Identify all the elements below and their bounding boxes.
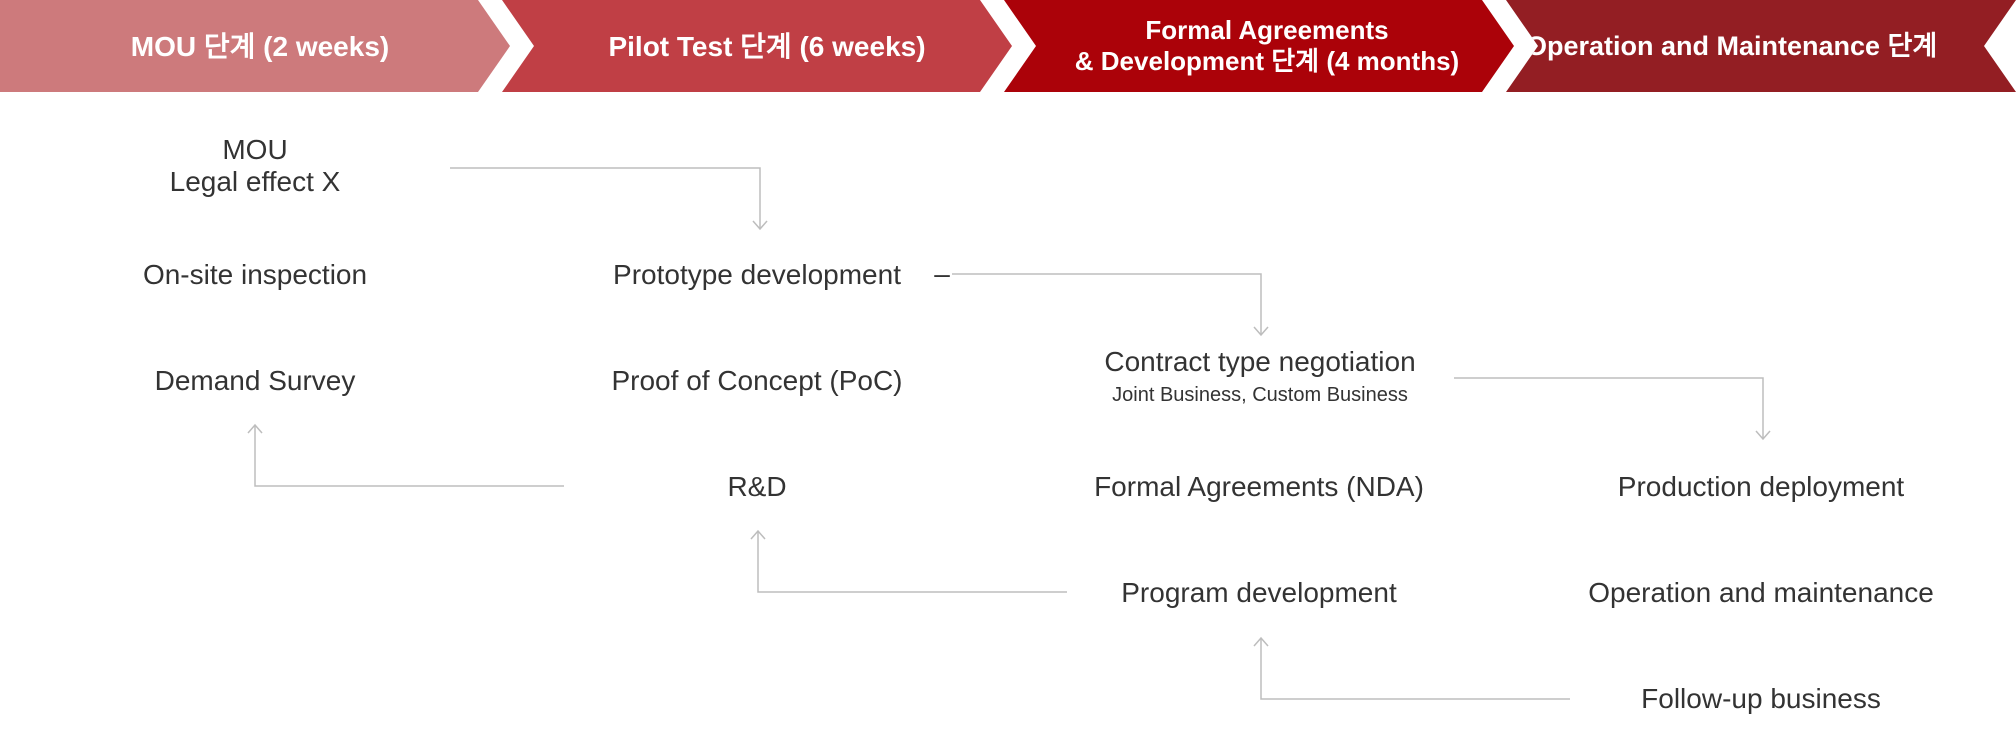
node-demand-survey: Demand Survey (154, 365, 356, 396)
connector-followup-to-program-arrowhead (1253, 636, 1269, 647)
node-follow-up-business: Follow-up business (1641, 683, 1881, 714)
node-contract-type-negotiation: Contract type negotiation Joint Business… (1104, 346, 1415, 408)
node-proof-of-concept: Proof of Concept (PoC) (611, 365, 903, 396)
phase-formal-line2: & Development 단계 (4 months) (1074, 46, 1460, 76)
phase-mou: MOU 단계 (2 weeks) (0, 0, 510, 92)
connector-rnd-to-demand-arrowhead (247, 423, 263, 434)
connector-contract-to-deploy-arrowhead (1755, 430, 1771, 441)
node-mou-legal-effect: MOU Legal effect X (170, 134, 341, 198)
node-prototype-dash: – (934, 258, 950, 289)
phase-mou-label: MOU 단계 (2 weeks) (130, 30, 390, 62)
connector-program-to-rnd (757, 532, 1067, 593)
node-rnd: R&D (727, 471, 787, 502)
connector-prototype-to-contract (952, 273, 1262, 334)
node-contract-title: Contract type negotiation (1104, 346, 1416, 377)
node-onsite-inspection: On-site inspection (142, 259, 368, 290)
phase-pilot-test-label: Pilot Test 단계 (6 weeks) (608, 30, 926, 62)
connector-prototype-to-contract-arrowhead (1253, 326, 1269, 337)
phase-operation-label: Operation and Maintenance 단계 (1526, 30, 1938, 61)
phase-formal-line1: Formal Agreements (1145, 15, 1389, 45)
phase-pilot-test: Pilot Test 단계 (6 weeks) (502, 0, 1012, 92)
node-formal-agreements-nda: Formal Agreements (NDA) (1094, 471, 1424, 502)
node-contract-subtitle: Joint Business, Custom Business (1112, 384, 1408, 406)
phase-formal-agreements: Formal Agreements & Development 단계 (4 mo… (1004, 0, 1514, 92)
phase-operation-maintenance: Operation and Maintenance 단계 (1506, 0, 2016, 92)
node-program-development: Program development (1121, 577, 1397, 608)
node-mou-note: Legal effect X (169, 166, 341, 197)
connectors (247, 167, 1771, 700)
node-production-deployment: Production deployment (1617, 471, 1905, 502)
connector-rnd-to-demand (254, 426, 564, 487)
node-operation-and-maintenance: Operation and maintenance (1588, 577, 1934, 608)
connector-mou-to-prototype-arrowhead (752, 220, 768, 231)
connector-program-to-rnd-arrowhead (750, 529, 766, 540)
connector-mou-to-prototype (450, 167, 761, 228)
node-mou-title: MOU (222, 134, 288, 165)
node-prototype-development: Prototype development (613, 259, 901, 290)
connector-followup-to-program (1260, 639, 1570, 700)
connector-contract-to-deploy (1454, 377, 1764, 438)
